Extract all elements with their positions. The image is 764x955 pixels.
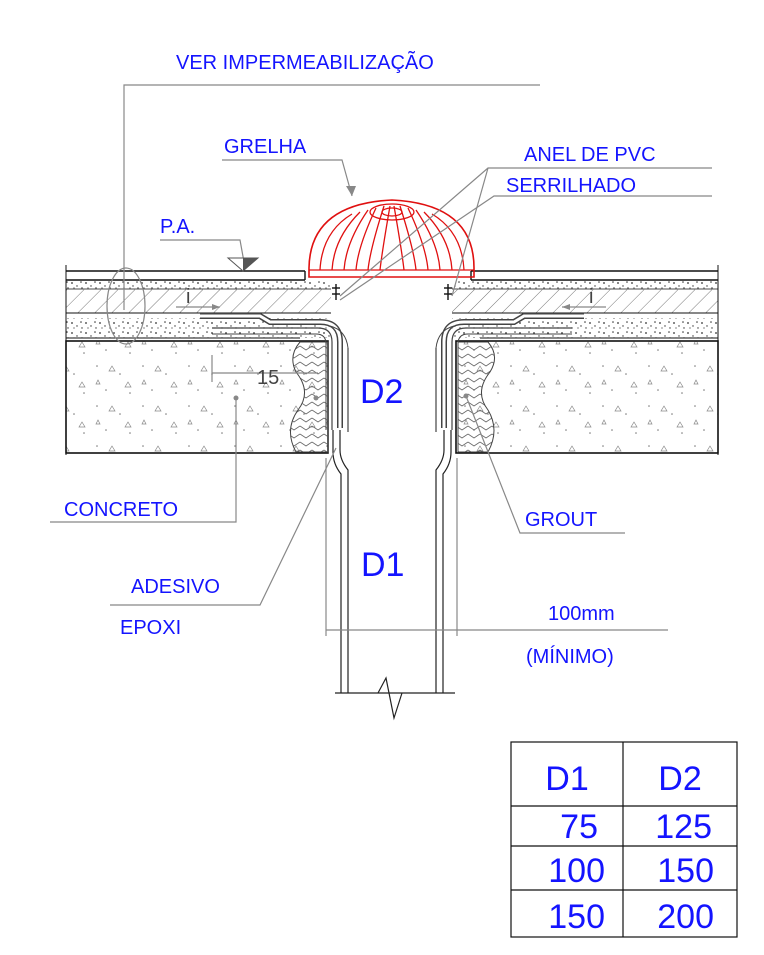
text-labels: VER IMPERMEABILIZAÇÃO GRELHA ANEL DE PVC… — [64, 50, 656, 668]
membrane-left — [200, 313, 349, 432]
grout-left — [290, 341, 329, 453]
label-minimo: (MÍNIMO) — [526, 645, 614, 668]
label-d2: D2 — [360, 373, 403, 411]
label-serrilhado: SERRILHADO — [506, 175, 636, 197]
table-cell: 150 — [548, 898, 605, 936]
table-cell: 125 — [655, 808, 712, 846]
label-anel-pvc: ANEL DE PVC — [524, 144, 656, 166]
label-slope-right: i — [589, 286, 593, 308]
label-pa: P.A. — [160, 216, 195, 238]
table-cell: 100 — [548, 852, 605, 890]
membrane-right — [435, 313, 584, 432]
label-d1: D1 — [361, 546, 404, 584]
label-dim-100mm: 100mm — [548, 603, 615, 625]
table-cell: 75 — [560, 808, 598, 846]
label-grelha: GRELHA — [224, 136, 307, 158]
floor-layers-left — [65, 265, 331, 455]
floor-layers-right — [452, 265, 719, 455]
table-header-d1: D1 — [545, 760, 588, 798]
label-grout: GROUT — [525, 509, 597, 531]
label-ver-impermeabilizacao: VER IMPERMEABILIZAÇÃO — [176, 50, 434, 74]
drain-pipe — [332, 430, 455, 721]
table-cell: 200 — [657, 898, 714, 936]
grate-dome — [308, 199, 475, 278]
label-slope-left: i — [186, 286, 190, 308]
label-concreto: CONCRETO — [64, 499, 178, 521]
label-dim-15: 15 — [257, 367, 279, 389]
leader-lines — [50, 84, 712, 636]
table-header-d2: D2 — [658, 760, 701, 798]
table-cell: 150 — [657, 852, 714, 890]
grout-right — [457, 341, 495, 453]
label-epoxi: EPOXI — [120, 617, 181, 639]
label-adesivo: ADESIVO — [131, 576, 220, 598]
pvc-ring — [332, 284, 452, 300]
diameter-table-text: D1 D2 75 125 100 150 150 200 — [545, 760, 714, 936]
diameter-table — [510, 741, 738, 938]
